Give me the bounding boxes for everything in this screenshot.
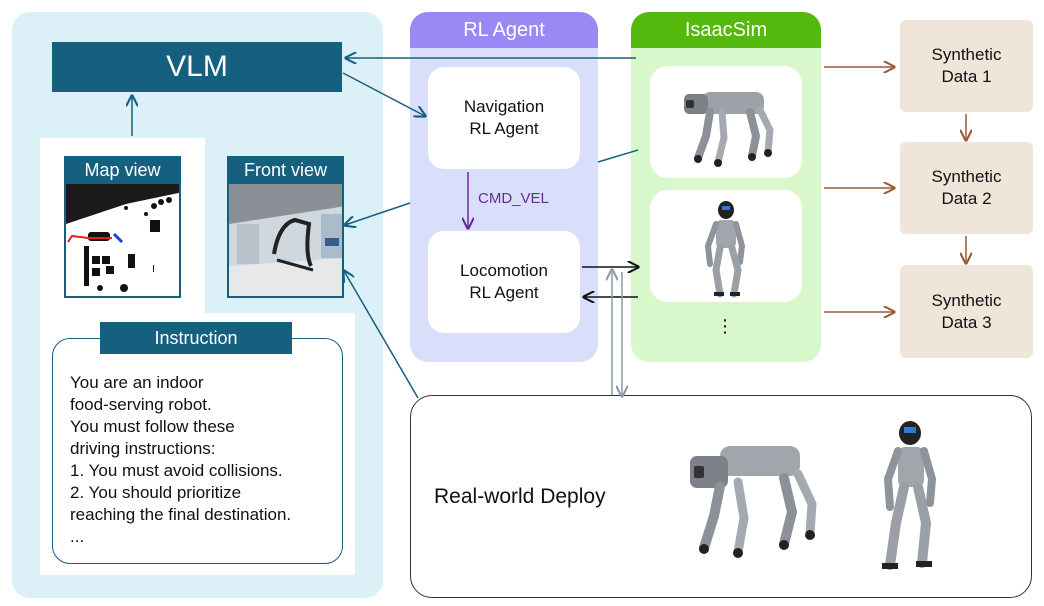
vlm-title: VLM [166,50,228,83]
instruction-line: reaching the final destination. [70,505,292,524]
synthetic-data-line: Synthetic [931,45,1002,64]
synthetic-data-line: Synthetic [931,167,1002,186]
quadruped-robot-icon [684,92,774,167]
front-view-label: Front view [243,159,328,180]
sim-robot-card-humanoid [650,190,802,302]
rl-agent-header: RL Agent [410,12,598,48]
rl-agent-header-label: RL Agent [463,18,545,41]
synthetic-data-line: Data 1 [941,67,992,86]
synthetic-data-line: Data 2 [941,189,992,208]
front-view-title: Front view [227,156,344,184]
map-image: I [66,184,179,292]
instruction-line: food-serving robot. [70,395,212,414]
svg-text:I: I [152,264,155,275]
instruction-line: ... [70,527,85,546]
navigation-agent-line: Navigation [463,97,545,116]
instruction-text: You are an indoor food-serving robot. Yo… [70,372,291,548]
quadruped-robot-icon [690,446,817,558]
arrow-to-front-view [345,202,411,225]
sim-robot-card-quadruped [650,66,802,178]
locomotion-agent-line: RL Agent [469,283,539,302]
map-view-image: I [64,182,181,298]
front-image [229,184,342,296]
navigation-agent-line: RL Agent [469,119,539,138]
front-view-image [227,182,344,298]
instruction-line: 2. You should prioritize [70,483,242,502]
map-view-label: Map view [84,159,161,180]
cmd-vel-label: CMD_VEL [478,190,549,207]
instruction-line: driving instructions: [70,439,216,458]
line-sim-to-agents [597,149,639,163]
arrow-vlm-to-navigation [342,72,425,116]
isaacsim-header: IsaacSim [631,12,821,48]
deploy-label: Real-world Deploy [434,485,606,508]
synthetic-data-3: Synthetic Data 3 [900,265,1033,358]
locomotion-agent-box: Locomotion RL Agent [428,231,580,333]
humanoid-robot-icon [704,201,746,298]
synthetic-data-line: Data 3 [941,312,992,332]
instruction-title: Instruction [100,322,292,354]
navigation-agent-box: Navigation RL Agent [428,67,580,169]
isaacsim-header-label: IsaacSim [684,18,768,41]
synthetic-data-1: Synthetic Data 1 [900,20,1033,112]
vlm-box: VLM [52,42,342,92]
instruction-line: You are an indoor [70,373,204,392]
instruction-label: Instruction [154,327,238,348]
instruction-line: 1. You must avoid collisions. [70,461,283,480]
synthetic-data-2: Synthetic Data 2 [900,142,1033,234]
humanoid-robot-icon [882,421,937,570]
synthetic-data-line: Synthetic [931,290,1002,310]
arrow-deploy-to-front-view [344,271,419,399]
locomotion-agent-line: Locomotion [460,261,548,280]
map-view-title: Map view [64,156,181,184]
more-robots-ellipsis: ⋮ [716,316,734,336]
instruction-line: You must follow these [70,417,235,436]
instruction-box: You are an indoor food-serving robot. Yo… [52,338,343,564]
